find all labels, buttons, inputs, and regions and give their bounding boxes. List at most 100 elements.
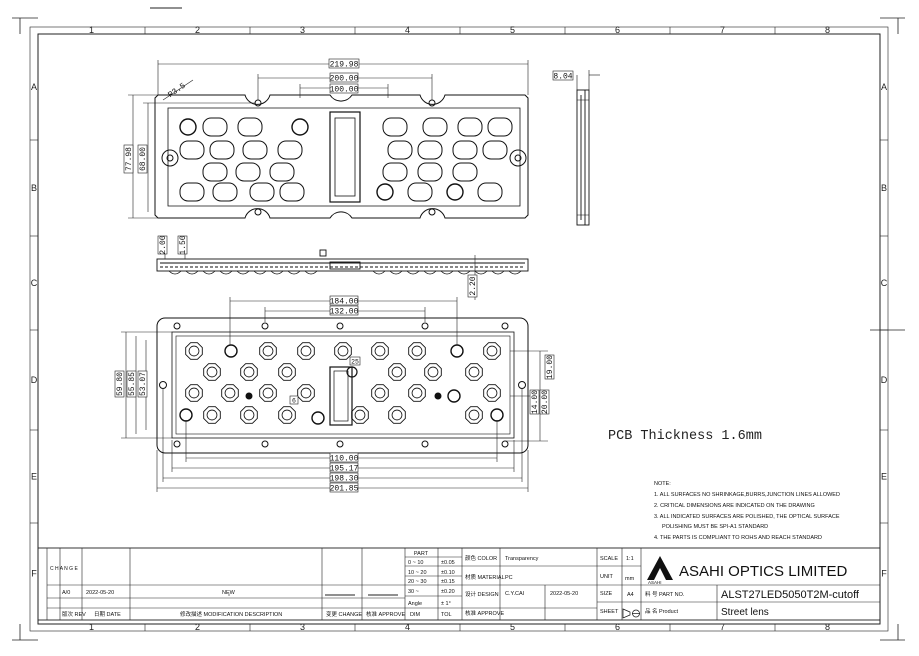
dim-b3: 198.30 [330,475,359,484]
lens-cell [387,140,413,160]
row-label: A [31,82,37,92]
lens-cell [279,182,305,202]
change-side-label: C H A N G E [50,566,78,572]
size-value: A4 [627,592,634,598]
lens-profile [406,270,420,275]
lens-profile [270,270,284,275]
tol-val-3: ±0.20 [441,589,455,595]
rev-date: 2022-05-20 [86,590,114,596]
design-label: 设计 DESIGN [465,590,499,598]
asahi-logo-icon [647,556,673,580]
led-lens [297,342,315,360]
lens-cell [237,117,263,137]
size-label: SIZE [600,591,613,597]
dim-w3: 53.07 [139,372,148,396]
lens-cell [477,182,503,202]
color-value: Transparency [505,556,539,562]
led-lens [185,342,203,360]
top-view-dim-labels: 219.98 200.00 100.00 77.98 68.00 R3.5 [123,58,360,174]
led-lens [424,363,442,381]
dim-b1: 110.00 [330,455,359,464]
note-1: 1. ALL SURFACES NO SHRINKAGE,BURRS,JUNCT… [654,492,840,498]
rev-head: 版次 REV [62,610,86,618]
lens-cell [202,117,228,137]
led-lens [240,406,258,424]
column-label: 6 [615,622,620,632]
led-lens [351,406,369,424]
lens-profile [168,270,182,275]
lens-cell [417,162,443,182]
lens-profile [508,270,522,275]
notes-heading: NOTE: [654,481,671,487]
modification-value: NEW [222,590,236,596]
lens-profile [440,270,454,275]
lens-profile [304,270,318,275]
dim-hole-width: 68.00 [139,147,148,171]
led-lens [465,406,483,424]
drawing-frame [12,7,905,641]
led-lens [185,384,203,402]
led-lens [334,342,352,360]
bottom-view [156,317,529,454]
lens-cell [242,140,268,160]
side-view-labels: 2.00 1.50 2.20 [157,235,478,298]
design-date: 2022-05-20 [550,591,578,597]
row-label: C [881,278,888,288]
column-label: 5 [510,25,515,35]
scale-label: SCALE [600,556,618,562]
thickness-view [576,70,600,226]
column-label: 8 [825,25,830,35]
date-head: 日期 DATE [94,611,121,618]
lens-profile [372,270,386,275]
product-label: 品 名 Product [645,607,678,615]
column-label: 2 [195,25,200,35]
title-block-large-text: ASAHI OPTICS LIMITED ALST27LED5050T2M-cu… [647,556,860,618]
lens-cell [452,162,478,182]
column-label: 4 [405,622,410,632]
lens-cell [407,182,433,202]
top-view [154,94,529,219]
dim-side-h3: 2.20 [469,276,478,295]
mod-head: 修改描述 MODIFICATION DESCRIPTION [180,610,282,618]
dim-w6: 20.00 [541,390,550,414]
title-block-text: C H A N G E A/0 2022-05-20 NEW 版次 REV 日期… [50,551,685,618]
column-label: 8 [825,622,830,632]
lens-cell [179,140,205,160]
logo-text: ASAHI [648,580,662,585]
row-label: D [31,375,38,385]
part-number: ALST27LED5050T2M-cutoff [721,589,860,601]
dim-side-h2: 1.50 [179,235,188,254]
lens-cell [269,162,295,182]
led-lens [371,342,389,360]
column-label: 2 [195,622,200,632]
led-lens [203,406,221,424]
lens-profile [185,270,199,275]
sheet-label: SHEET [600,609,619,615]
lens-cell [382,162,408,182]
led-lens [278,363,296,381]
led-lens [259,384,277,402]
dim-side-h1: 2.00 [159,235,168,254]
column-label: 1 [89,25,94,35]
tol-val-4: ± 1° [441,601,451,607]
dim-overall-width: 77.98 [125,147,134,171]
tag-25: 25 [351,359,359,366]
column-label: 1 [89,622,94,632]
lens-cell [179,182,205,202]
lens-cell [482,140,508,160]
dim-hole-span: 200.00 [330,75,359,84]
column-label: 6 [615,25,620,35]
lens-cell [382,117,408,137]
dim-b2: 195.17 [330,465,359,474]
side-view-dims [164,240,476,300]
tol-val-1: ±0.10 [441,570,455,576]
designer: C.Y.CAI [505,591,525,597]
lens-profile [202,270,216,275]
lens-profile [491,270,505,275]
dim-w5: 14.00 [531,390,540,414]
led-lens [221,384,239,402]
tol-dim-2: 20 ~ 30 [408,579,427,585]
unit-value: mm [625,576,635,582]
dim-w2: 55.85 [128,372,137,396]
